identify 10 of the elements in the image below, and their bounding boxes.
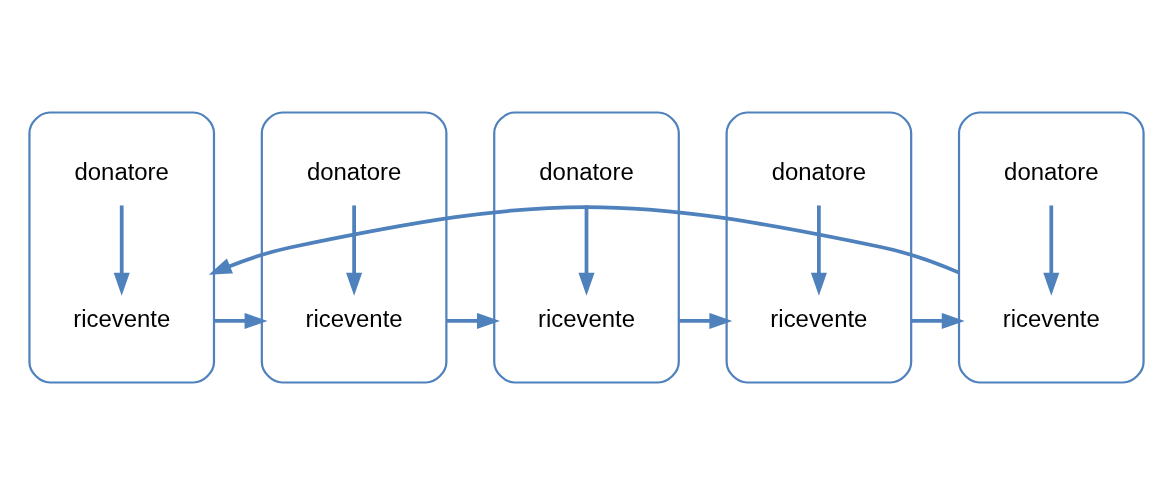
node-text: donatore — [74, 157, 169, 185]
node-text: donatore — [306, 157, 402, 185]
node-text: donatore — [1004, 157, 1099, 185]
node-text: ricevente — [537, 304, 636, 332]
node-text: donatore — [539, 157, 634, 185]
node-text: ricevente — [305, 304, 403, 332]
node-text: ricevente — [73, 304, 171, 332]
node-text: donatore — [771, 157, 867, 185]
node-text: ricevente — [1002, 304, 1100, 332]
node-text: ricevente — [770, 304, 868, 332]
